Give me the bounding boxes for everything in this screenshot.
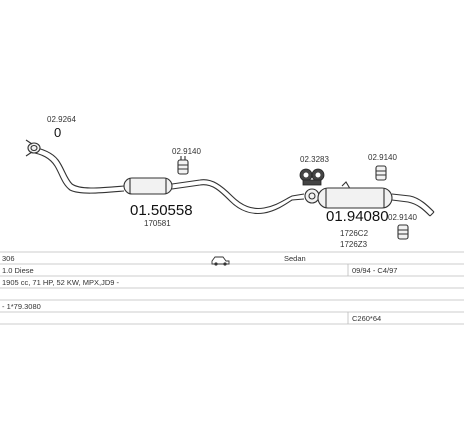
car-icon — [211, 256, 230, 266]
row-catalog-code: C260*64 — [352, 314, 381, 323]
front-pipe-code: 02.9264 — [47, 115, 76, 124]
clamp-2-code: 02.9140 — [368, 153, 397, 162]
front-flange-icon — [27, 142, 41, 154]
row-oe-number: - 1*79.3080 — [2, 302, 41, 311]
rear-silencer-code: 01.94080 — [326, 208, 389, 225]
clamp-1-code: 02.9140 — [172, 147, 201, 156]
clamp-3-icon — [397, 224, 409, 240]
row-spec: 1905 cc, 71 HP, 52 KW, MPX,JD9 - — [2, 278, 119, 287]
clamp-2-icon — [375, 165, 387, 181]
mid-silencer-ref: 170581 — [144, 219, 171, 228]
clamp-1-icon — [177, 156, 189, 175]
row-years: 09/94 - C4/97 — [352, 266, 397, 275]
row-engine: 1.0 Diese — [2, 266, 34, 275]
rear-silencer — [304, 187, 435, 217]
rear-silencer-ref1: 1726C2 — [340, 229, 369, 238]
mount-code: 02.3283 — [300, 155, 329, 164]
mid-silencer — [123, 177, 305, 215]
clamp-3-code: 02.9140 — [388, 213, 417, 222]
front-pipe-qty: 0 — [54, 125, 61, 140]
front-pipe — [25, 139, 125, 194]
row-model: 306 — [2, 254, 15, 263]
mid-silencer-code: 01.50558 — [130, 202, 193, 219]
rubber-mount-icon — [299, 168, 325, 186]
row-body-type: Sedan — [284, 254, 306, 263]
rear-silencer-ref2: 1726Z3 — [340, 240, 368, 249]
